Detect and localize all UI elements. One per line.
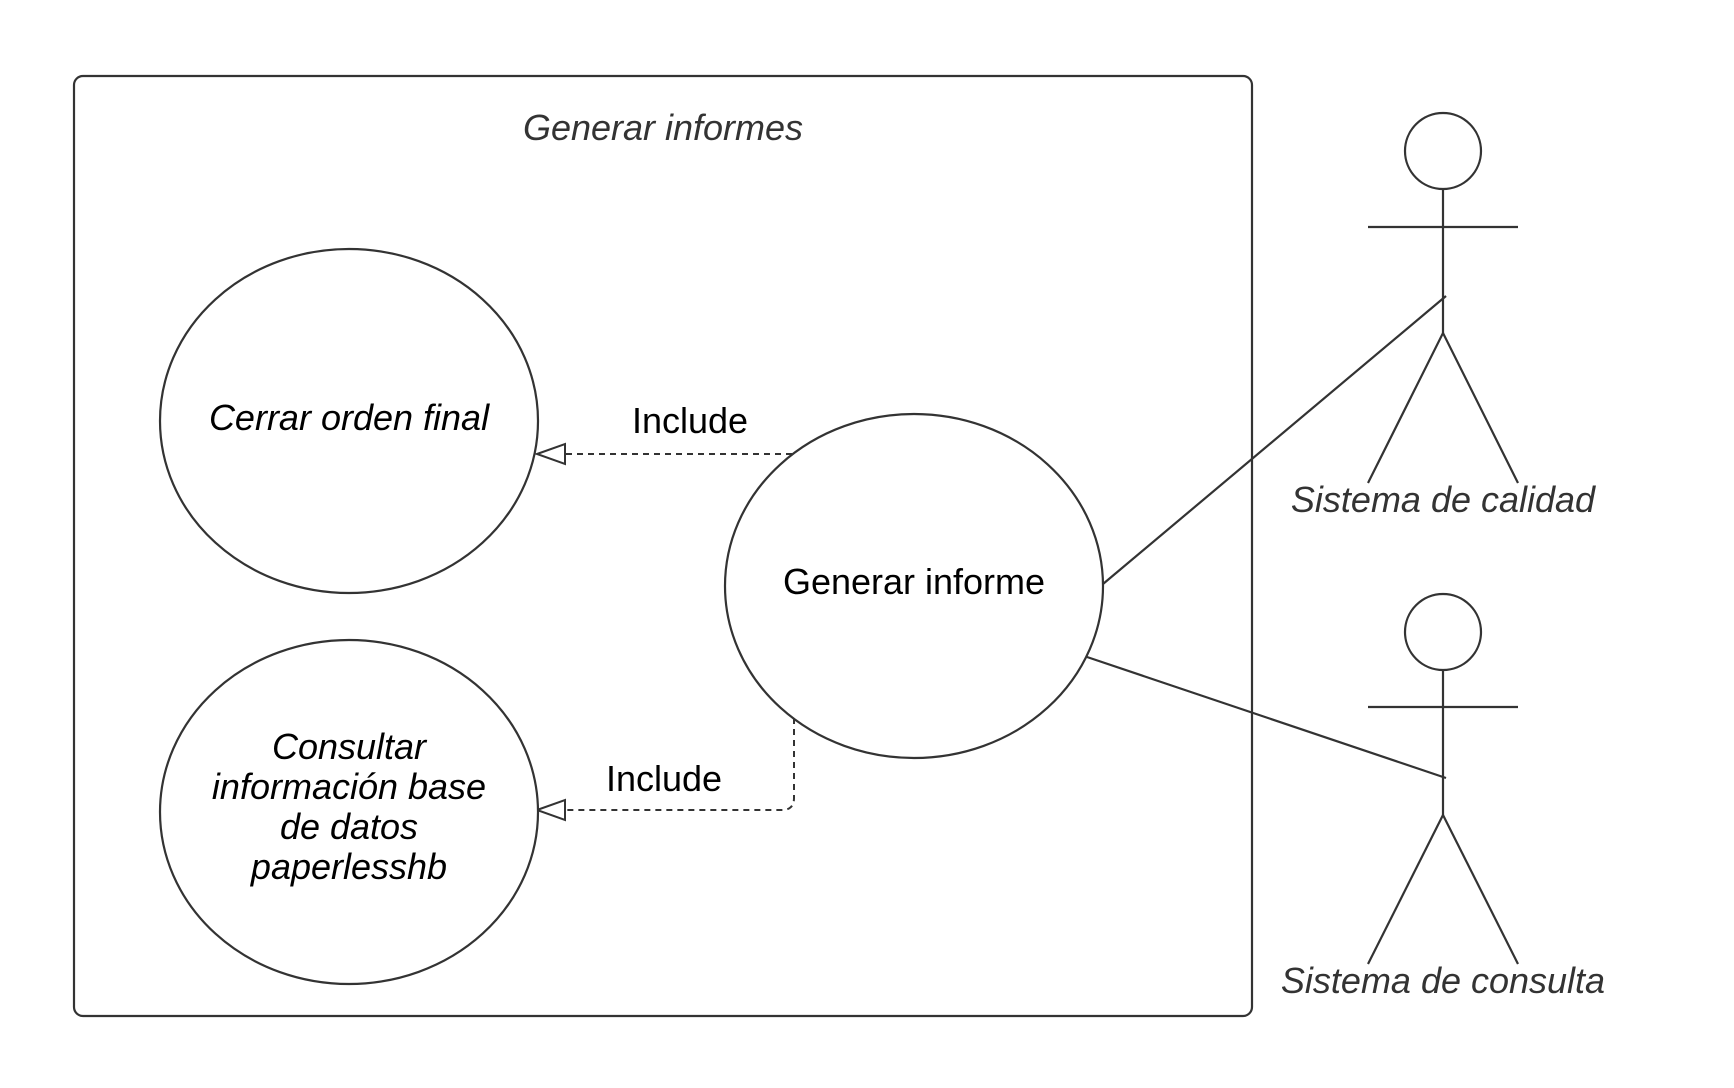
system-boundary-title: Generar informes — [523, 107, 803, 148]
use-case-label-line-2: información base — [212, 766, 486, 807]
arrowhead-open-icon — [534, 442, 566, 466]
actor-head-icon — [1403, 592, 1483, 672]
use-case-label: Generar informe — [783, 561, 1045, 602]
include-label-top: Include — [632, 400, 748, 441]
use-case-generar-informe[interactable]: Generar informe — [723, 412, 1105, 760]
use-case-label-line-1: Consultar — [272, 726, 428, 767]
include-label-bottom: Include — [606, 758, 722, 799]
use-case-label-line-3: de datos — [280, 806, 418, 847]
use-case-cerrar-orden-final[interactable]: Cerrar orden final — [158, 247, 540, 595]
actor-sistema-de-consulta[interactable]: Sistema de consulta — [1281, 592, 1605, 1001]
actor-left-leg — [1367, 332, 1444, 484]
use-case-label: Cerrar orden final — [209, 397, 490, 438]
actor-sistema-de-calidad[interactable]: Sistema de calidad — [1291, 111, 1596, 520]
include-relation-bottom[interactable]: Include — [534, 718, 795, 822]
use-case-label-line-4: paperlesshb — [250, 846, 447, 887]
actor-right-leg — [1442, 332, 1519, 484]
actor-label: Sistema de calidad — [1291, 479, 1596, 520]
include-relation-top[interactable]: Include — [534, 400, 792, 466]
association-calidad[interactable] — [1102, 295, 1447, 585]
association-consulta[interactable] — [1086, 655, 1447, 780]
actor-label: Sistema de consulta — [1281, 960, 1605, 1001]
use-case-consultar-informacion[interactable]: Consultar información base de datos pape… — [158, 638, 540, 986]
actor-left-leg — [1367, 814, 1444, 965]
actor-head-icon — [1403, 111, 1483, 191]
actor-right-leg — [1442, 814, 1519, 965]
arrowhead-open-icon — [534, 798, 566, 822]
